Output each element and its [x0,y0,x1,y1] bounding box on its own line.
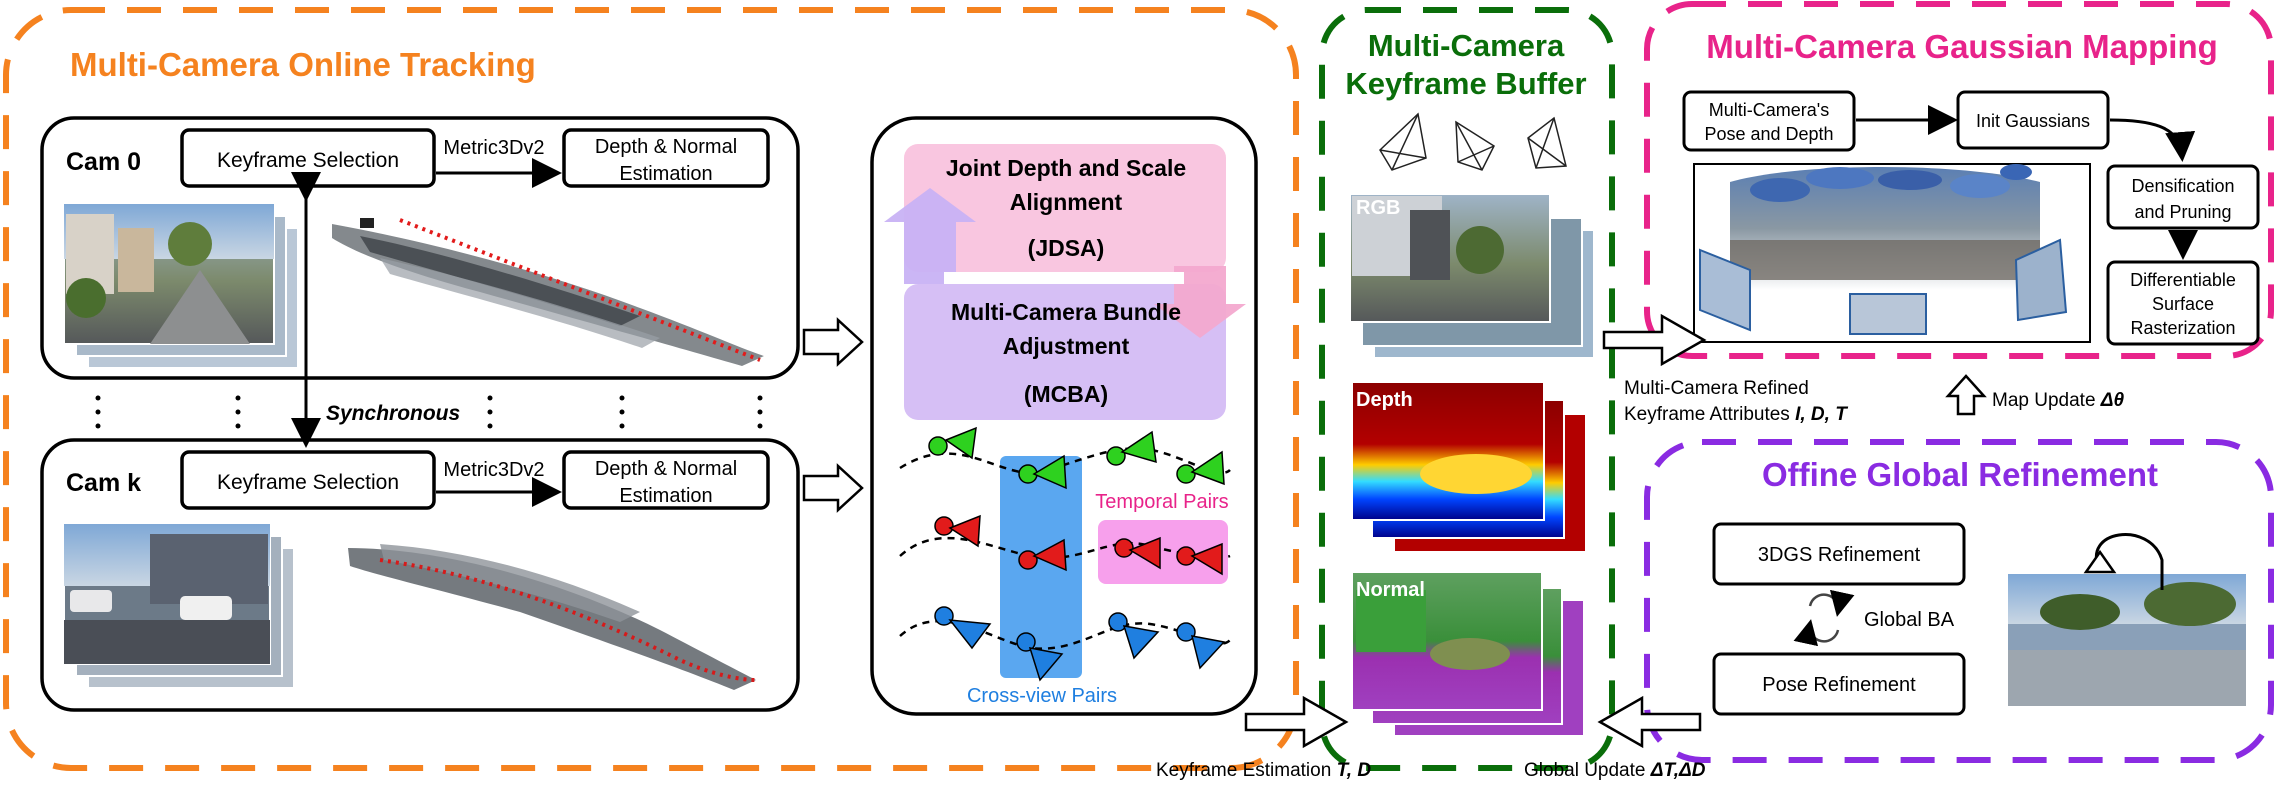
camk-depth-normal-label-1: Depth & Normal [595,458,737,480]
gs-refinement-box [1712,522,1966,586]
camk-image-stack [63,523,295,689]
raster-label-3: Rasterization [2130,318,2235,338]
cam0-to-optim-arrow [802,317,864,367]
jdsa-label-1: Joint Depth and Scale [946,155,1186,181]
temporal-pairs-label: Temporal Pairs [1095,491,1228,513]
red-camera-icons [934,514,1223,576]
init-gaussians-label: Init Gaussians [1976,111,2090,131]
normal-label: Normal [1356,579,1425,601]
depth-label: Depth [1356,389,1413,411]
buffer-title-line2: Keyframe Buffer [1345,66,1586,101]
buffer-title-line1: Multi-Camera [1368,28,1565,63]
pose-depth-box [1682,90,1856,152]
keyframe-poses-icons [1379,112,1567,171]
blue-camera-icons [934,606,1226,682]
cam0-depth-normal-box [562,128,770,188]
camk-label: Cam k [66,469,141,497]
refine-title: Offine Global Refinement [1762,456,2158,493]
cam0-label: Cam 0 [66,148,141,176]
jdsa-label-3: (JDSA) [1028,235,1105,261]
camk-keyframe-selection-label: Keyframe Selection [217,471,399,494]
refined-attrs-var: I, D, T [1795,404,1848,425]
kf-estimation-var: T, D [1337,760,1372,781]
map-update-var: Δθ [2100,390,2125,411]
raster-box [2106,260,2260,346]
camk-to-optim-arrow [802,463,864,513]
cam0-point-cloud [332,218,764,366]
mapping-section-border [1644,1,2274,359]
cross-view-pairs-label: Cross-view Pairs [967,685,1117,707]
cam0-metric-label: Metric3Dv2 [443,137,544,159]
ellipsis-dots [95,395,763,429]
camk-metric-label: Metric3Dv2 [443,459,544,481]
tracking-to-buffer-arrow [1244,695,1349,749]
refined-attrs-text: Keyframe Attributes [1624,404,1795,425]
green-camera-icons [928,426,1225,490]
map-update-label: Map Update Δθ [1992,390,2125,411]
map-update-arrow [1945,374,1987,416]
kf-estimation-label: Keyframe Estimation T, D [1156,760,1371,781]
global-ba-label: Global BA [1864,609,1955,631]
depth-image-stack [1351,381,1587,553]
camk-keyframe-selection-box [180,450,436,510]
normal-image-stack [1351,571,1585,737]
global-update-var: ΔT,ΔD [1650,760,1706,781]
pose-refinement-box [1712,652,1966,716]
upward-cycle-arrow [884,188,976,284]
map-update-text: Map Update [1992,390,2101,411]
refine-loop-arrowhead [2083,549,2117,574]
init-gaussians-box [1956,90,2110,150]
densify-label-2: and Pruning [2134,202,2231,222]
cam0-depth-normal-label-1: Depth & Normal [595,136,737,158]
densify-box [2106,164,2260,230]
cam0-keyframe-selection-label: Keyframe Selection [217,149,399,172]
global-ba-cycle-icon [1793,589,1855,647]
global-update-label: Global Update ΔT,ΔD [1524,760,1706,781]
pose-depth-label-1: Multi-Camera's [1709,100,1829,120]
mcba-label-3: (MCBA) [1024,381,1108,407]
refine-to-buffer-arrow [1597,695,1702,749]
synchronous-label: Synchronous [326,402,460,425]
buffer-to-mapping-arrow [1602,313,1707,367]
camk-point-cloud [348,544,757,690]
optim-panel [870,116,1258,716]
tracking-title: Multi-Camera Online Tracking [70,46,536,83]
camk-depth-normal-label-2: Estimation [619,485,712,507]
init-to-densify-arrow [2109,118,2196,162]
cam0-image-stack [63,203,299,369]
refined-attrs-label-2: Keyframe Attributes I, D, T [1624,404,1848,425]
mcba-box [904,284,1226,420]
jdsa-label-2: Alignment [1010,189,1123,215]
densify-label-1: Densification [2131,176,2234,196]
jdsa-mcba-divider [944,272,1184,284]
refined-attrs-label-1: Multi-Camera Refined [1624,378,1809,399]
refine-section-border [1644,439,2274,763]
camk-depth-normal-box [562,450,770,510]
global-update-text: Global Update [1524,760,1651,781]
cam0-panel [40,116,800,380]
mcba-label-2: Adjustment [1003,333,1130,359]
cross-view-pairs-highlight [1000,456,1082,678]
raster-label-1: Differentiable [2130,270,2236,290]
gs-refinement-label: 3DGS Refinement [1758,544,1921,566]
temporal-pairs-highlight [1098,520,1228,584]
cam0-depth-normal-label-2: Estimation [619,163,712,185]
tracking-section-border [3,7,1299,771]
rgb-image-stack [1349,193,1595,359]
refined-render-image [2008,574,2246,706]
mapping-title: Multi-Camera Gaussian Mapping [1706,28,2218,65]
gaussian-splat-view [1693,163,2091,343]
pose-depth-label-2: Pose and Depth [1704,124,1833,144]
raster-label-2: Surface [2152,294,2214,314]
mcba-label-1: Multi-Camera Bundle [951,299,1181,325]
camk-panel [40,438,800,712]
kf-estimation-text: Keyframe Estimation [1156,760,1337,781]
rgb-label: RGB [1356,197,1400,219]
pose-refinement-label: Pose Refinement [1762,674,1916,696]
jdsa-box [904,144,1226,272]
